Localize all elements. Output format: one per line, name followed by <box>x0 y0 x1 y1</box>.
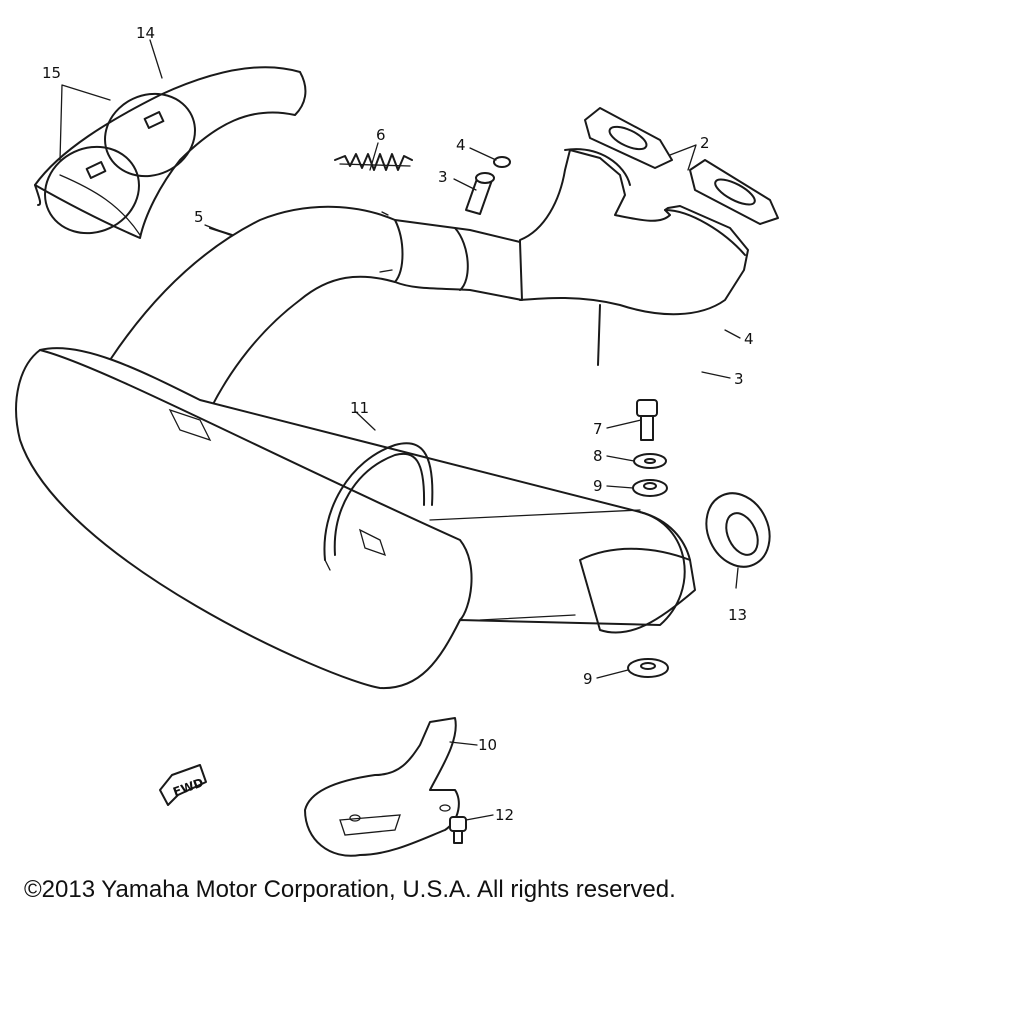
callout-12: 12 <box>495 806 514 824</box>
callout-4-right: 4 <box>744 330 754 348</box>
part-5-pipe <box>109 205 523 411</box>
callout-15: 15 <box>42 64 61 82</box>
callout-3-top: 3 <box>438 168 448 186</box>
callout-9-lower: 9 <box>583 670 593 688</box>
part-2-gaskets <box>584 107 779 225</box>
part-10-bracket <box>304 717 460 857</box>
callout-7: 7 <box>593 420 603 438</box>
callout-13: 13 <box>728 606 747 624</box>
part-11-band <box>323 442 434 571</box>
leader-lines <box>59 39 741 821</box>
callout-10: 10 <box>478 736 497 754</box>
part-6-spring <box>334 153 413 171</box>
part-muffler <box>15 347 696 690</box>
callout-9-upper: 9 <box>593 477 603 495</box>
part-12-bolt <box>449 816 467 844</box>
part-7-bolt <box>636 399 658 441</box>
fwd-arrow-icon: FWD <box>159 764 207 806</box>
part-1-manifold <box>519 148 749 366</box>
part-9-grommet-lower <box>627 658 669 678</box>
part-3-bolt-top <box>465 172 495 215</box>
callout-5: 5 <box>194 208 204 226</box>
part-13-ring <box>705 492 771 568</box>
callout-2: 2 <box>700 134 710 152</box>
part-8-washer <box>633 453 667 469</box>
assembly-lines <box>429 509 641 621</box>
callout-11: 11 <box>350 399 369 417</box>
callout-8: 8 <box>593 447 603 465</box>
part-14-hose <box>34 66 307 239</box>
callout-4-top: 4 <box>456 136 466 154</box>
part-15-clamps <box>44 92 196 235</box>
part-4-washer-top <box>469 147 511 168</box>
part-9-grommet-upper <box>632 479 668 497</box>
callout-3-right: 3 <box>734 370 744 388</box>
callout-14: 14 <box>136 24 155 42</box>
copyright-notice: ©2013 Yamaha Motor Corporation, U.S.A. A… <box>24 876 676 903</box>
callout-6: 6 <box>376 126 386 144</box>
